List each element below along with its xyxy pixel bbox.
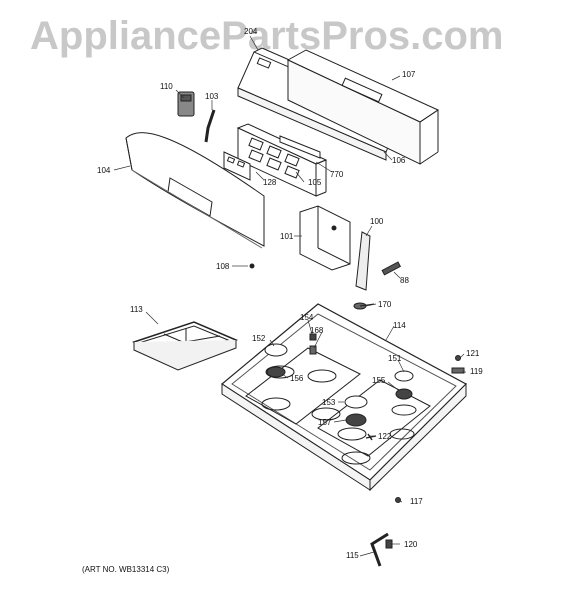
clock-board bbox=[279, 135, 321, 159]
label-152: 152 bbox=[252, 334, 266, 343]
burner-cap-153 bbox=[344, 395, 368, 409]
side-trim bbox=[355, 231, 371, 291]
side-bracket bbox=[299, 205, 351, 271]
label-114: 114 bbox=[393, 321, 406, 330]
pin bbox=[353, 302, 375, 310]
label-204: 204 bbox=[244, 27, 258, 36]
label-117: 117 bbox=[410, 497, 423, 506]
orifice-154 bbox=[309, 333, 317, 341]
burner-grate bbox=[131, 321, 239, 371]
control-panel bbox=[236, 123, 328, 197]
label-115: 115 bbox=[346, 551, 359, 560]
leader-lines bbox=[113, 35, 466, 557]
front-control-panel bbox=[125, 132, 265, 249]
label-88: 88 bbox=[400, 276, 409, 285]
label-101: 101 bbox=[280, 232, 294, 241]
burner-head-156 bbox=[266, 366, 286, 378]
top-trim bbox=[286, 49, 440, 165]
label-168: 168 bbox=[310, 326, 324, 335]
label-121: 121 bbox=[466, 349, 480, 358]
label-170: 170 bbox=[378, 300, 392, 309]
burner-cap-152 bbox=[264, 343, 288, 357]
site-watermark: AppliancePartsPros.com bbox=[30, 14, 504, 58]
screw bbox=[249, 263, 255, 269]
label-122: 122 bbox=[378, 432, 392, 441]
igniter-tube bbox=[204, 109, 216, 143]
art-number: (ART NO. WB13314 C3) bbox=[82, 565, 170, 574]
burner-head-155 bbox=[395, 388, 413, 400]
label-105: 105 bbox=[308, 178, 322, 187]
screw-121 bbox=[455, 355, 461, 361]
igniter-wire bbox=[370, 532, 389, 567]
label-108: 108 bbox=[216, 262, 230, 271]
label-155: 155 bbox=[372, 376, 386, 385]
label-153: 153 bbox=[322, 398, 336, 407]
clip bbox=[381, 261, 402, 276]
label-113: 113 bbox=[130, 305, 143, 314]
label-119: 119 bbox=[470, 367, 483, 376]
label-157: 157 bbox=[318, 418, 332, 427]
clip-119 bbox=[451, 367, 465, 374]
label-120: 120 bbox=[404, 540, 418, 549]
label-103: 103 bbox=[205, 92, 219, 101]
burner-cap-151 bbox=[394, 370, 414, 382]
label-154: 154 bbox=[300, 313, 314, 322]
cooktop bbox=[220, 303, 467, 492]
label-770: 770 bbox=[330, 170, 344, 179]
orifice-168 bbox=[309, 345, 317, 355]
label-104: 104 bbox=[97, 166, 111, 175]
label-151: 151 bbox=[388, 354, 402, 363]
label-100: 100 bbox=[370, 217, 384, 226]
label-128: 128 bbox=[263, 178, 277, 187]
label-107: 107 bbox=[402, 70, 416, 79]
label-106: 106 bbox=[392, 156, 406, 165]
end-cap bbox=[177, 91, 195, 117]
label-156: 156 bbox=[290, 374, 304, 383]
igniter-120 bbox=[385, 539, 393, 549]
burner-head-157 bbox=[345, 413, 367, 427]
label-110: 110 bbox=[160, 82, 173, 91]
touch-pad bbox=[223, 151, 251, 181]
